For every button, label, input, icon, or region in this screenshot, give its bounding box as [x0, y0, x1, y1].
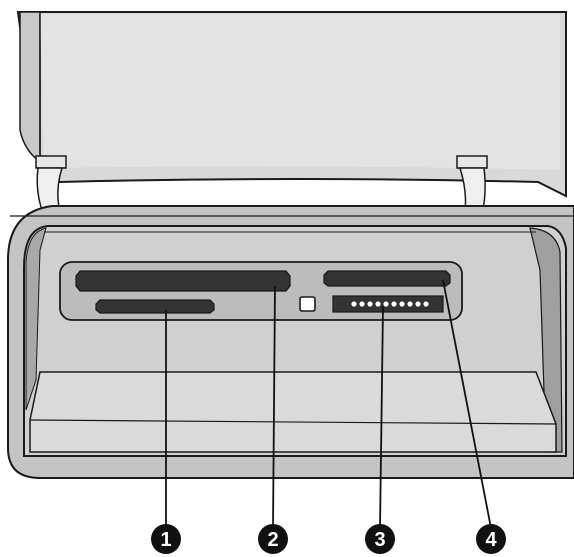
slot-3-pins: [351, 301, 429, 307]
callout-1-number: 1: [160, 529, 171, 551]
printer-body: [7, 205, 574, 479]
leader-lines: [165, 279, 492, 529]
slot-1: [95, 299, 215, 314]
callout-4-number: 4: [485, 529, 497, 551]
slot-2: [75, 270, 291, 292]
leader-line-3: [379, 305, 384, 529]
callout-3: 3: [365, 524, 395, 554]
callout-4: 4: [476, 524, 506, 554]
slot-4: [323, 270, 451, 287]
printer-lid: [16, 11, 567, 198]
slot-3: [332, 295, 444, 313]
callout-2: 2: [258, 524, 288, 554]
callout-1: 1: [151, 524, 181, 554]
leader-line-4: [442, 279, 492, 529]
status-light-icon: [299, 296, 316, 312]
callout-3-number: 3: [374, 529, 385, 551]
leader-line-2: [272, 285, 276, 529]
callout-2-number: 2: [267, 529, 278, 551]
